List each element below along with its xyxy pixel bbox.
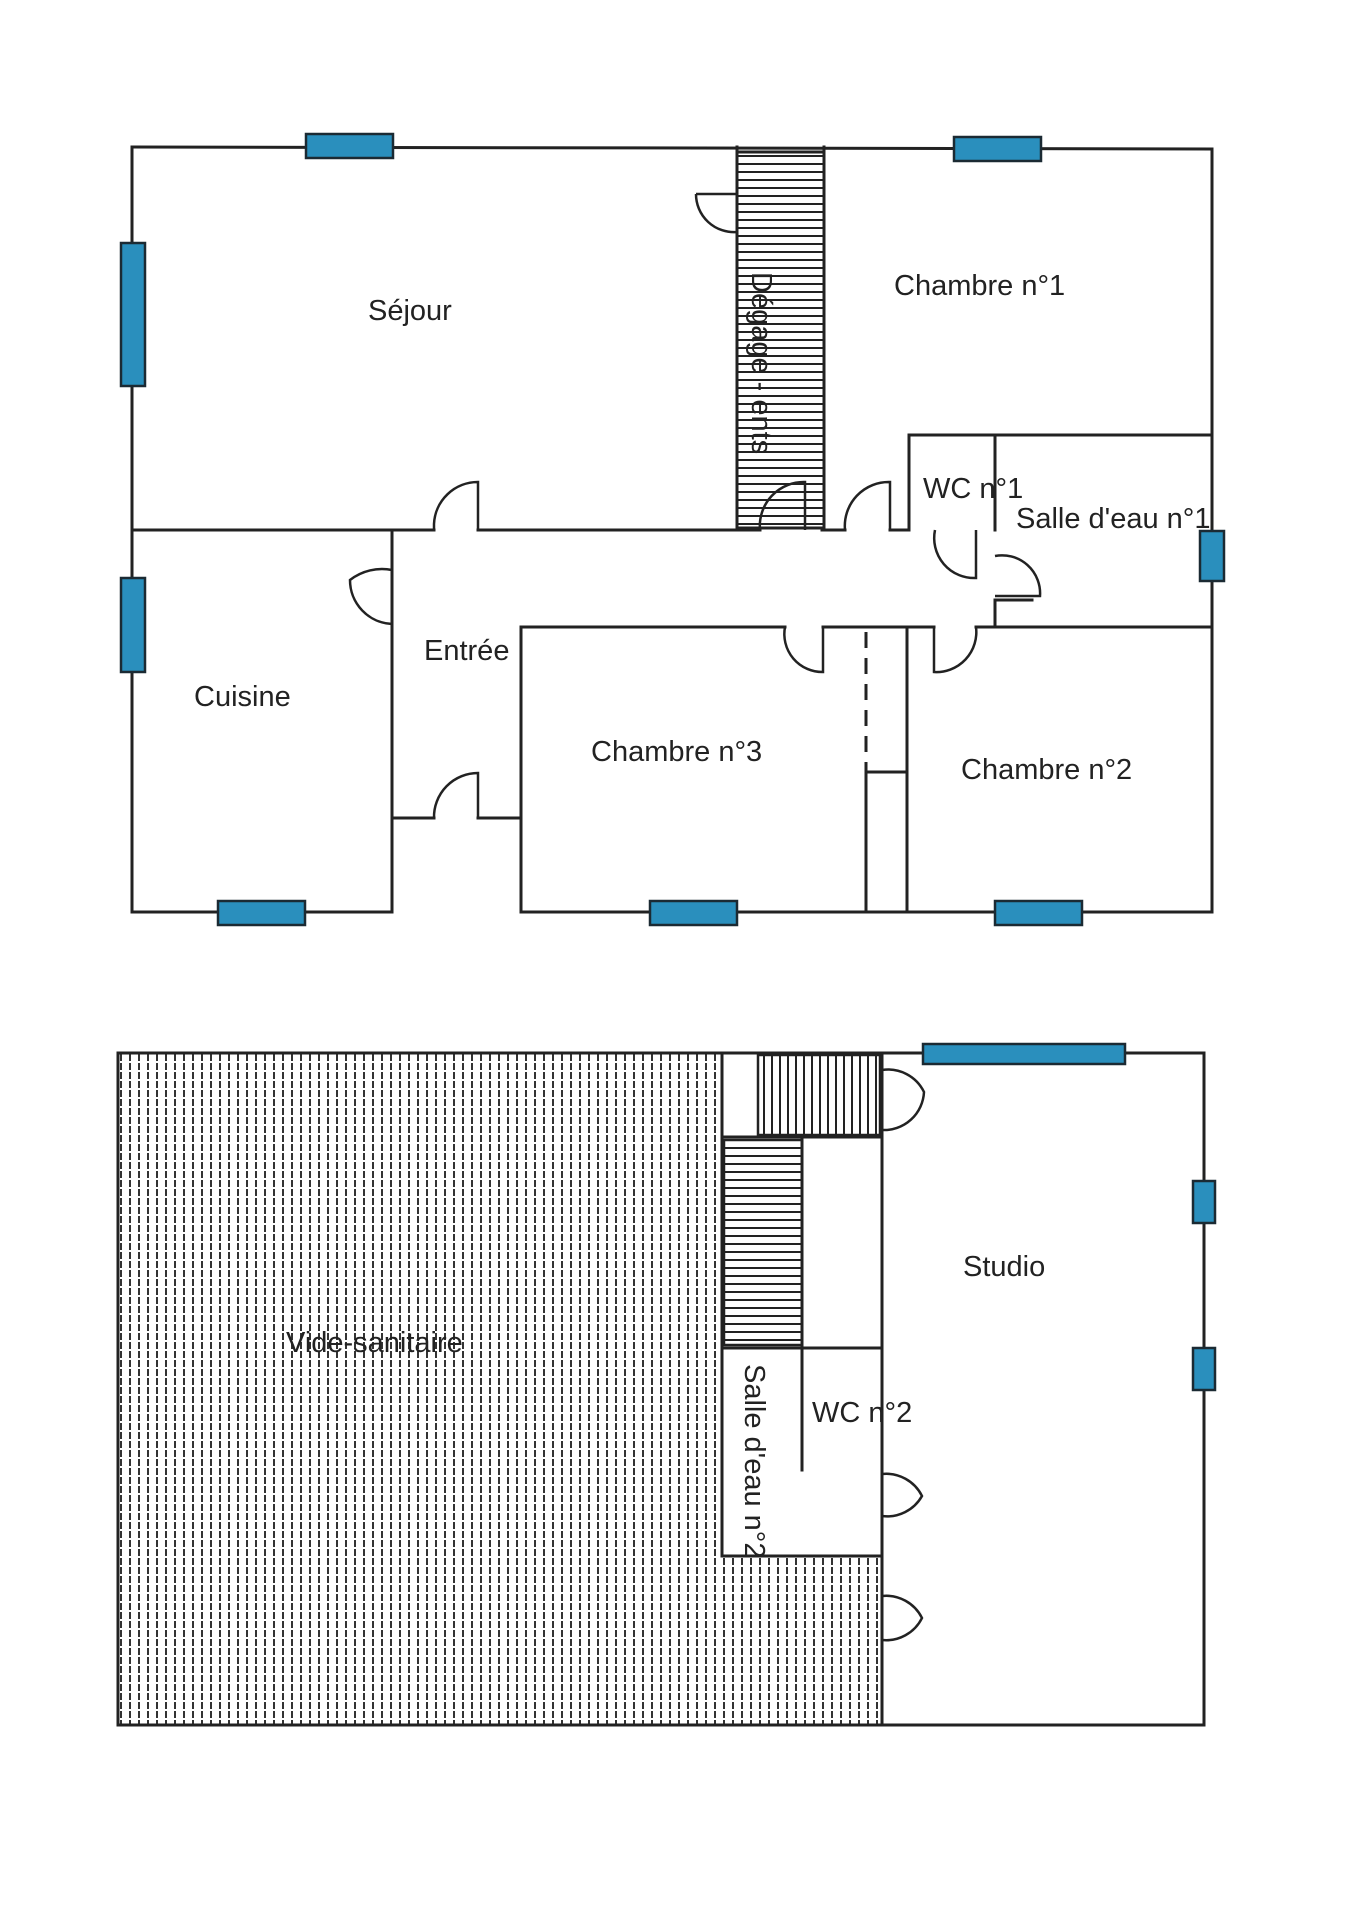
lower-floor-plan: Studio WC n°2 Vide-sanitaire Salle d'eau… [116, 1042, 1217, 1727]
room-label-wc2: WC n°2 [812, 1397, 912, 1429]
staircase-vertical [722, 1138, 804, 1347]
room-label-salle-eau2: Salle d'eau n°2 [738, 1364, 770, 1559]
staircase-horizontal [756, 1053, 882, 1137]
room-label-vide-sanitaire: Vide-sanitaire [286, 1327, 463, 1359]
room-label-entree: Entrée [424, 635, 509, 667]
room-label-sejour: Séjour [368, 295, 452, 327]
upper-floor-doors [348, 192, 1042, 819]
room-label-chambre3: Chambre n°3 [591, 736, 762, 768]
room-label-degagement: Dégage - ents [745, 272, 777, 454]
room-label-studio: Studio [963, 1251, 1045, 1283]
room-label-chambre2: Chambre n°2 [961, 754, 1132, 786]
room-label-chambre1: Chambre n°1 [894, 270, 1065, 302]
upper-floor-windows [119, 132, 1226, 927]
lower-floor-doors [881, 1068, 926, 1642]
room-label-salle-eau1: Salle d'eau n°1 [1016, 503, 1211, 535]
upper-floor-plan: Séjour Chambre n°1 WC n°1 Salle d'eau n°… [119, 132, 1226, 927]
staircase [735, 150, 826, 530]
room-label-wc1: WC n°1 [923, 473, 1023, 505]
room-label-cuisine: Cuisine [194, 681, 291, 713]
lower-floor-windows [921, 1042, 1217, 1392]
